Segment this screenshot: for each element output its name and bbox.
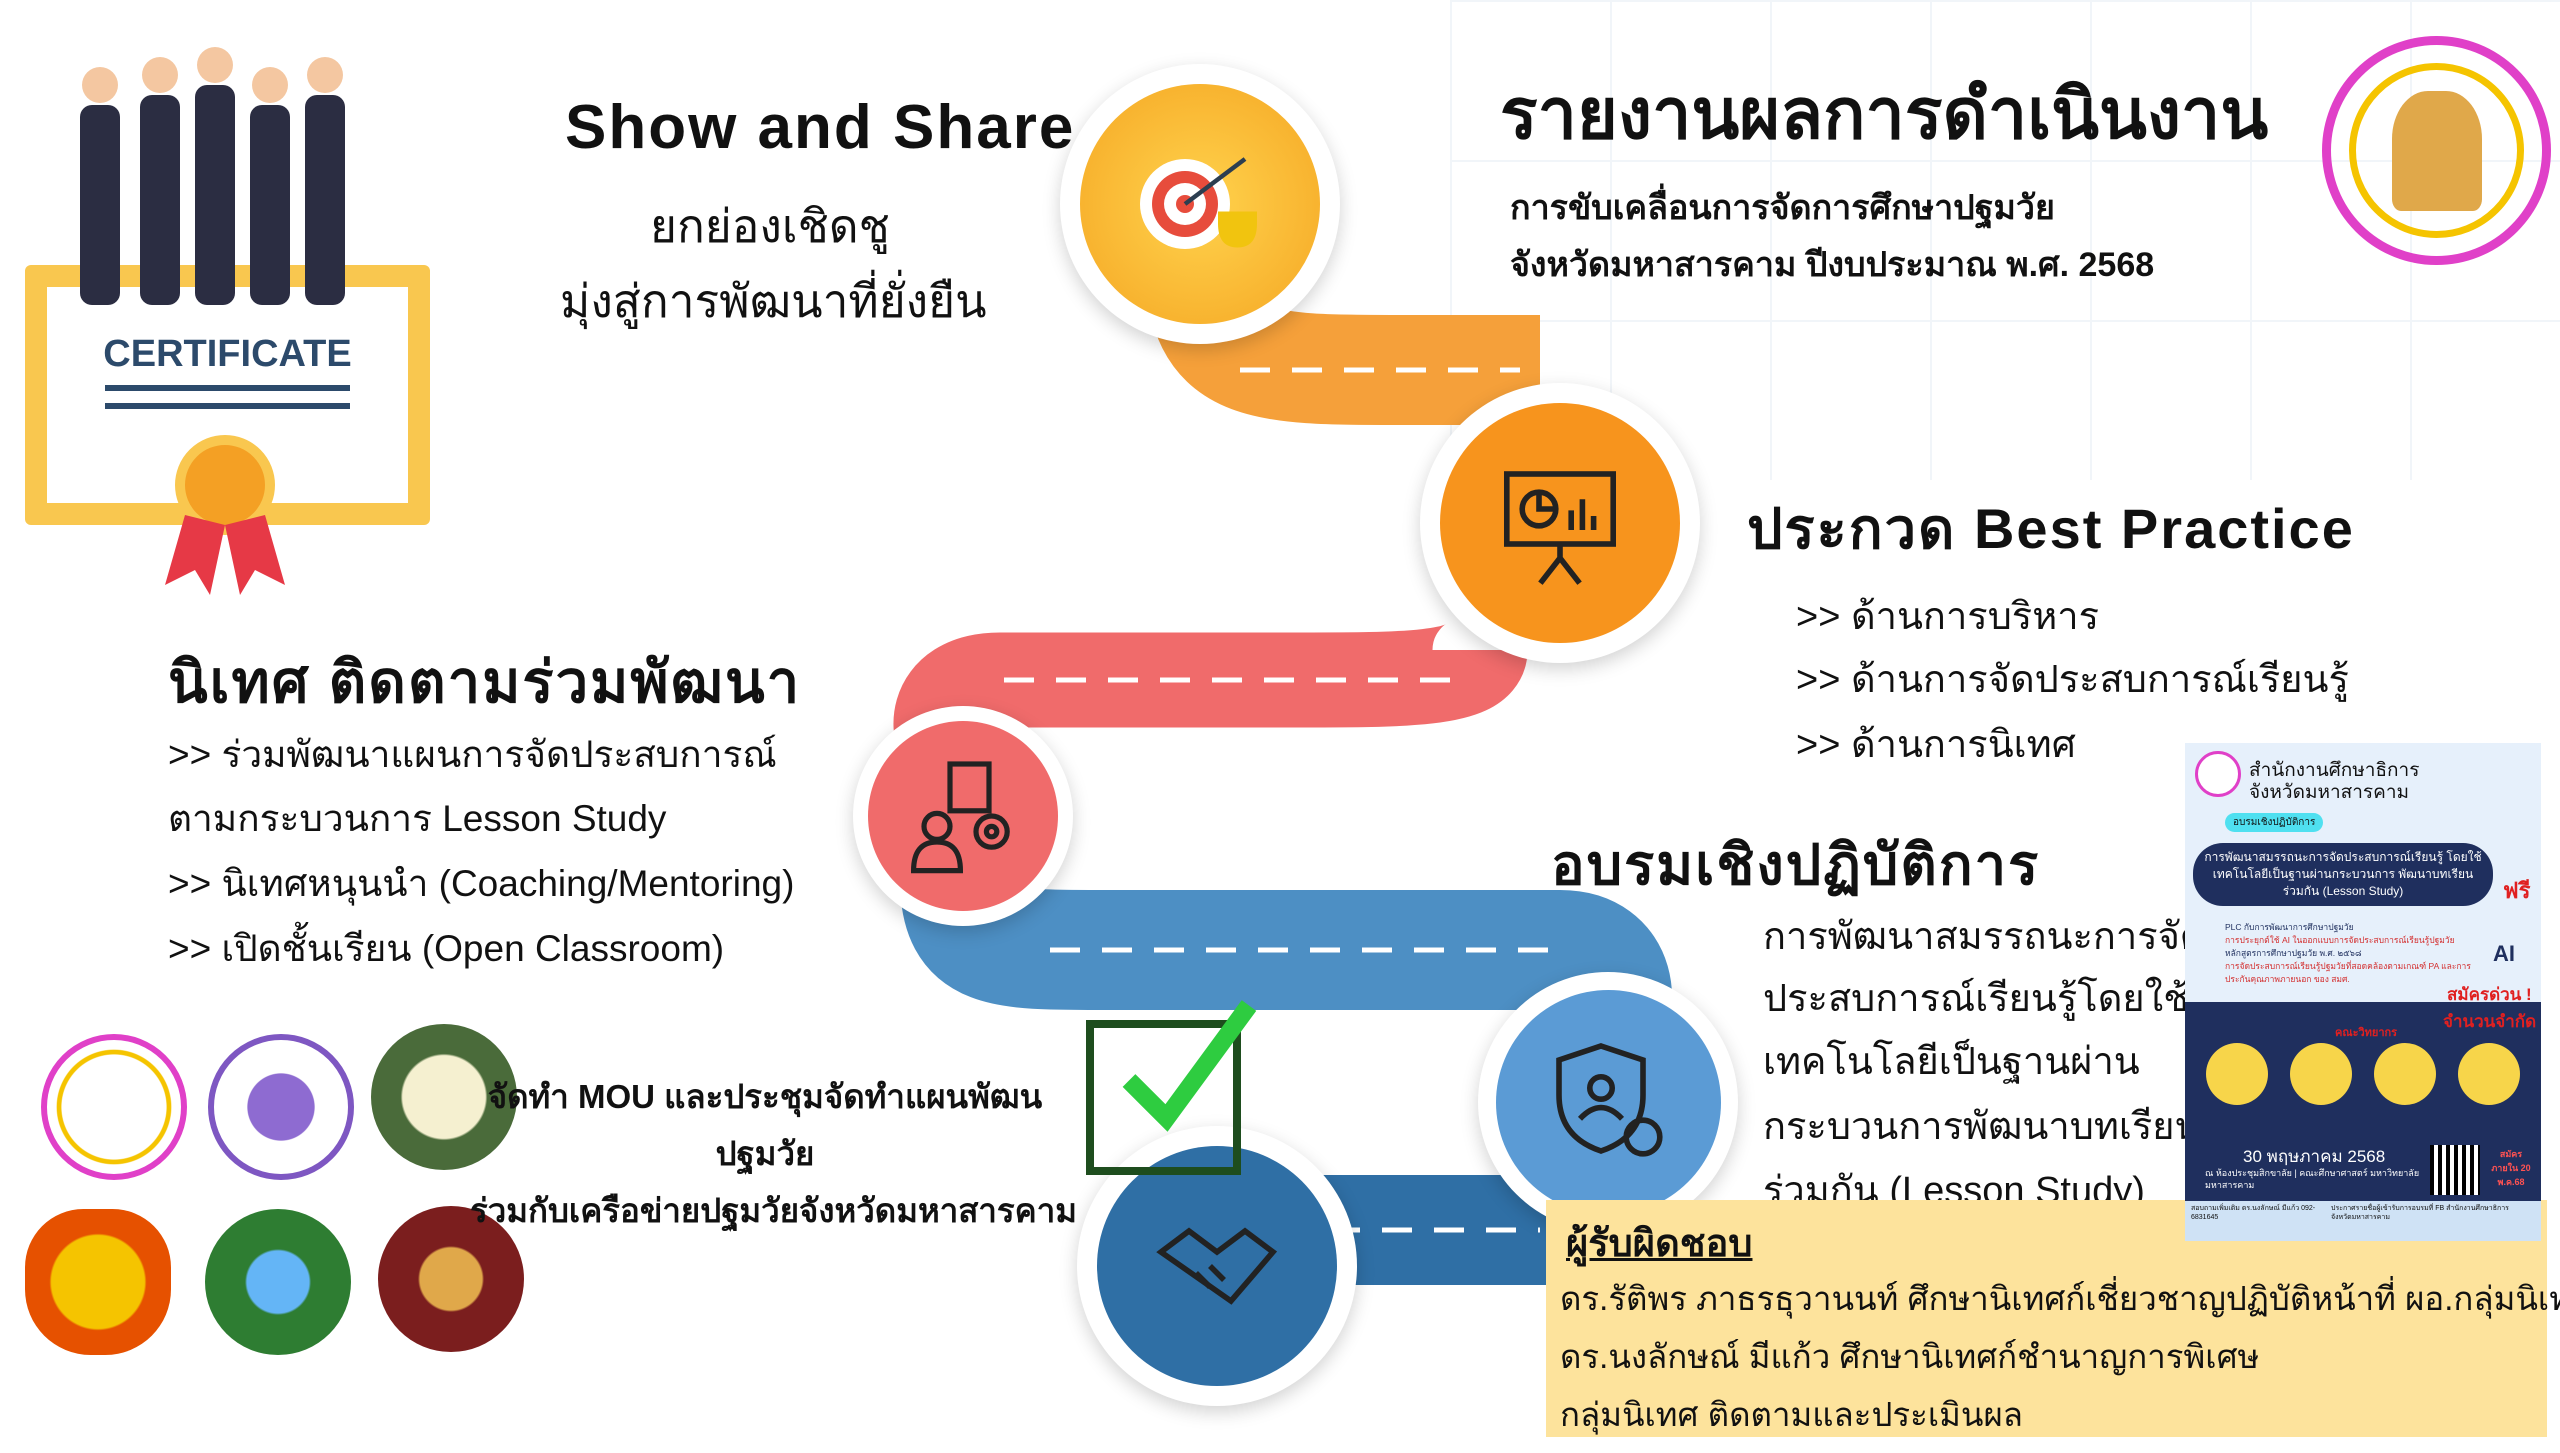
- poster-deadline: สมัคร ภายใน 20 พ.ค.68: [2491, 1149, 2531, 1187]
- supervision-item: >> ร่วมพัฒนาแผนการจัดประสบการณ์: [168, 734, 777, 775]
- workshop-line: การพัฒนาสมรรถนะการจัด: [1763, 916, 2205, 958]
- handshake-icon: [1097, 1146, 1337, 1386]
- poster-org1: สำนักงานศึกษาธิการ: [2249, 760, 2420, 781]
- certificate-illustration: CERTIFICATE: [25, 265, 430, 595]
- supervision-item: ตามกระบวนการ Lesson Study: [168, 798, 667, 839]
- checkbox-checked-icon: [1086, 1000, 1257, 1175]
- workshop-milestone: [1478, 972, 1738, 1232]
- best-practice-item: >> ด้านการจัดประสบการณ์เรียนรู้: [1796, 659, 2349, 701]
- shield-certificate-icon: [1495, 989, 1721, 1215]
- responsible-panel: ผู้รับผิดชอบ ดร.รัติพร ภาธรธุวานนท์ ศึกษ…: [1546, 1200, 2560, 1437]
- supervision-milestone: [853, 706, 1073, 926]
- poster-topic: PLC กับการพัฒนาการศึกษาปฐมวัย: [2225, 922, 2354, 932]
- poster-topic: หลักสูตรการศึกษาปฐมวัย พ.ศ. ๒๕๖๘: [2225, 948, 2362, 958]
- show-share-line1: ยกย่องเชิดชู: [650, 200, 890, 252]
- poster-footer: สอบถามเพิ่มเติม ดร.นงลักษณ์ มีแก้ว 092-6…: [2185, 1201, 2541, 1241]
- partner-logo-child-center: [205, 1209, 351, 1355]
- partner-logo-obec: [25, 1209, 171, 1355]
- target-trophy-icon: [1080, 84, 1320, 324]
- show-share-heading: Show and Share: [565, 93, 1076, 162]
- partnership-milestone: [1077, 1126, 1357, 1406]
- responsible-heading: ผู้รับผิดชอบ: [1566, 1223, 1753, 1265]
- certificate-label: CERTIFICATE: [103, 333, 352, 375]
- subtitle-2: จังหวัดมหาสารคาม ปีงบประมาณ พ.ศ. 2568: [1510, 246, 2155, 284]
- poster-venue: ณ ห้องประชุมสิกขาลัย | คณะศึกษาศาสตร์ มห…: [2205, 1168, 2420, 1190]
- workshop-line: ประสบการณ์เรียนรู้โดยใช้: [1763, 978, 2190, 1020]
- business-people-icon: [80, 47, 345, 305]
- poster-topic: การจัดประสบการณ์เรียนรู้ปฐมวัยที่สอดคล้อ…: [2225, 961, 2471, 984]
- poster-free: ฟรี: [2503, 878, 2531, 903]
- supervision-item: >> เปิดชั้นเรียน (Open Classroom): [168, 928, 725, 969]
- poster-limited: จำนวนจำกัด: [2443, 1012, 2537, 1031]
- mou-line1: จัดทำ MOU และประชุมจัดทำแผนพัฒน: [487, 1078, 1043, 1115]
- page-title: รายงานผลการดำเนินงาน: [1500, 75, 2269, 153]
- mou-line3: ร่วมกับเครือข่ายปฐมวัยจังหวัดมหาสารคาม: [470, 1192, 1077, 1229]
- poster-badge: อบรมเชิงปฏิบัติการ: [2225, 813, 2324, 832]
- presentation-milestone: [1420, 383, 1700, 663]
- poster-date: 30 พฤษภาคม 2568: [2243, 1147, 2386, 1166]
- person-gear-clipboard-icon: [868, 721, 1058, 911]
- goal-milestone: [1060, 64, 1340, 344]
- responsible-line: ดร.นงลักษณ์ มีแก้ว ศึกษานิเทศก์ชำนาญการพ…: [1560, 1338, 2260, 1375]
- responsible-line: กลุ่มนิเทศ ติดตามและประเมินผล: [1560, 1396, 2023, 1433]
- mahasarakham-education-office-logo: [2322, 36, 2551, 265]
- poster-title: การพัฒนาสมรรถนะการจัดประสบการณ์เรียนรู้ …: [2193, 843, 2493, 906]
- supervision-item: >> นิเทศหนุนนำ (Coaching/Mentoring): [168, 863, 795, 904]
- partner-logo-municipality: [378, 1206, 524, 1352]
- responsible-line: ดร.รัติพร ภาธรธุวานนท์ ศึกษานิเทศก์เชี่ย…: [1560, 1280, 2560, 1317]
- poster-speakers: คณะวิทยากร: [2335, 1027, 2398, 1039]
- mou-line2: ปฐมวัย: [715, 1135, 815, 1172]
- poster-apply: สมัครด่วน !: [2447, 985, 2532, 1004]
- supervision-heading: นิเทศ ติดตามร่วมพัฒนา: [168, 650, 802, 715]
- poster-topics: PLC กับการพัฒนาการศึกษาปฐมวัย การประยุกต…: [2225, 921, 2485, 986]
- best-practice-item: >> ด้านการนิเทศ: [1796, 724, 2076, 766]
- best-practice-heading: ประกวด Best Practice: [1747, 497, 2355, 560]
- partner-logo-education-office: [41, 1034, 187, 1180]
- workshop-poster[interactable]: สำนักงานศึกษาธิการ จังหวัดมหาสารคาม อบรม…: [2185, 743, 2541, 1241]
- partner-logo-university: [208, 1034, 354, 1180]
- workshop-heading: อบรมเชิงปฏิบัติการ: [1551, 833, 2041, 896]
- partner-logo-local-admin: [371, 1024, 517, 1170]
- poster-contact: สอบถามเพิ่มเติม ดร.นงลักษณ์ มีแก้ว 092-6…: [2191, 1205, 2316, 1221]
- qr-code[interactable]: [2430, 1145, 2480, 1195]
- workshop-line: กระบวนการพัฒนาบทเรียน: [1763, 1106, 2201, 1148]
- poster-fb: ประกาศรายชื่อผู้เข้ารับการอบรมที่ FB สำน…: [2331, 1205, 2509, 1221]
- poster-speaker-photos: [2195, 1043, 2531, 1105]
- poster-logo: [2195, 751, 2241, 797]
- show-share-line2: มุ่งสู่การพัฒนาที่ยั่งยืน: [560, 275, 987, 327]
- mou-text: จัดทำ MOU และประชุมจัดทำแผนพัฒน ปฐมวัย ร…: [470, 1068, 1077, 1239]
- subtitle-1: การขับเคลื่อนการจัดการศึกษาปฐมวัย: [1510, 189, 2055, 227]
- poster-topic: การประยุกต์ใช้ AI ในออกแบบการจัดประสบการ…: [2225, 935, 2455, 945]
- poster-ai: AI: [2493, 941, 2515, 966]
- poster-org2: จังหวัดมหาสารคาม: [2249, 782, 2410, 803]
- workshop-line: เทคโนโลยีเป็นฐานผ่าน: [1763, 1041, 2140, 1083]
- presentation-board-icon: [1440, 403, 1680, 643]
- best-practice-item: >> ด้านการบริหาร: [1796, 596, 2100, 638]
